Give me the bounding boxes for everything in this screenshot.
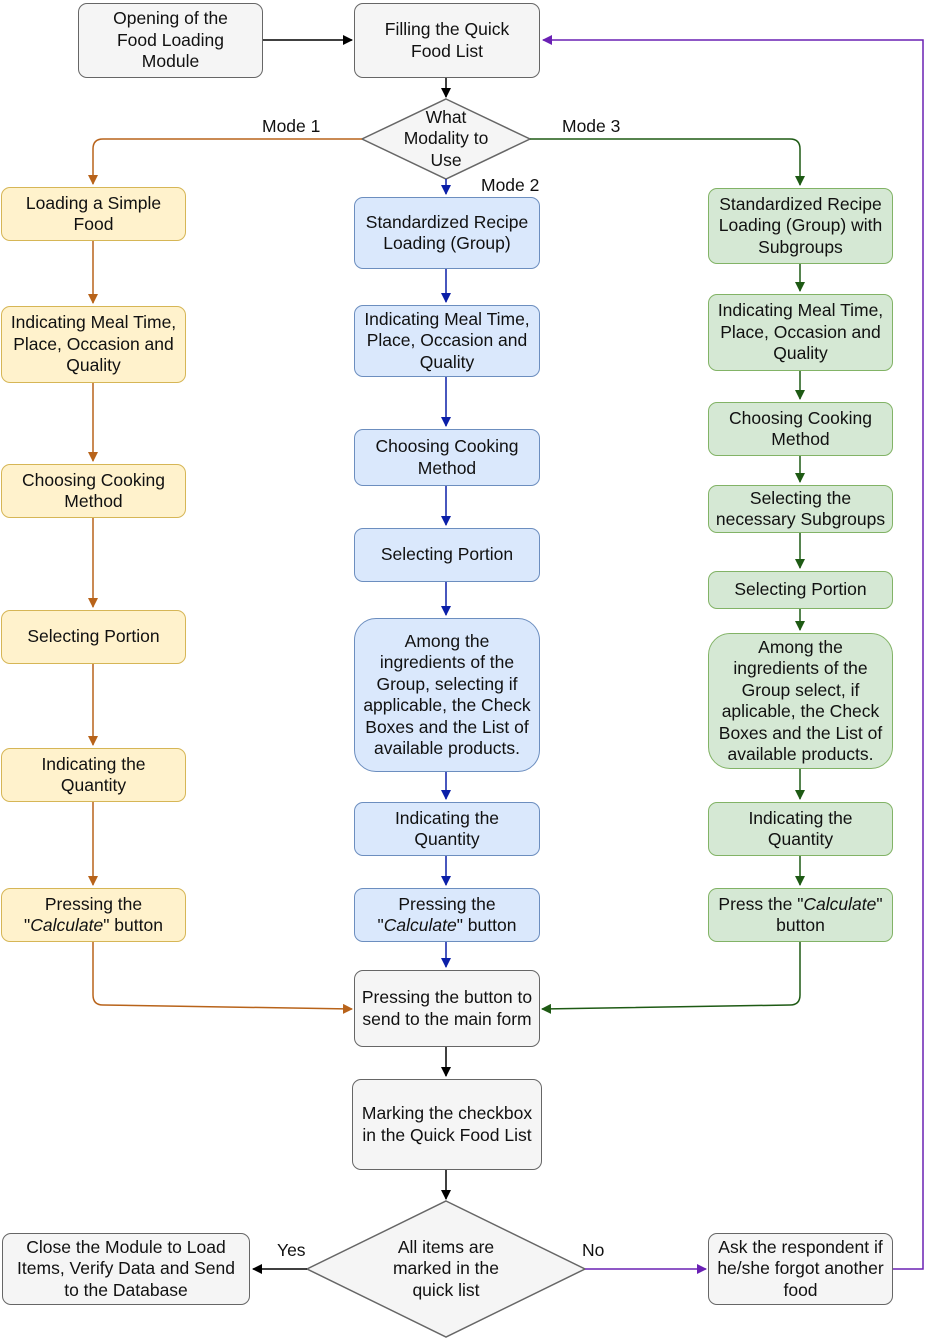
- m3-qty-node: Indicating the Quantity: [708, 802, 893, 856]
- opening-node: Opening of the Food Loading Module: [78, 3, 263, 78]
- m2-cook-label: Choosing Cooking Method: [375, 436, 519, 478]
- m1-load-node: Loading a Simple Food: [1, 187, 186, 241]
- m3-cook-node: Choosing Cooking Method: [708, 402, 893, 456]
- m2-ingr-label: Among the ingredients of the Group, sele…: [363, 630, 531, 759]
- mode1-label: Mode 1: [262, 116, 321, 136]
- m2-load-node: Standardized Recipe Loading (Group): [354, 197, 540, 269]
- m2-meal-label: Indicating Meal Time, Place, Occasion an…: [364, 308, 530, 372]
- m3-load-label: Standardized Recipe Loading (Group) with…: [718, 193, 883, 257]
- send-node: Pressing the button to send to the main …: [354, 970, 540, 1047]
- filling-label: Filling the Quick Food List: [384, 19, 510, 61]
- m1-press-text-em: Calculate: [30, 915, 104, 935]
- m3-portion-node: Selecting Portion: [708, 571, 893, 609]
- m1-meal-label: Indicating Meal Time, Place, Occasion an…: [10, 312, 177, 376]
- yes-label: Yes: [277, 1240, 306, 1260]
- m2-press-text-b: " button: [456, 915, 517, 935]
- m3-qty-label: Indicating the Quantity: [748, 807, 853, 850]
- mark-node: Marking the checkbox in the Quick Food L…: [352, 1079, 542, 1170]
- m3-cook-label: Choosing Cooking Method: [728, 407, 872, 450]
- m3-ingr-node: Among the ingredients of the Group selec…: [708, 633, 893, 769]
- edge-ask-to-filling: [542, 35, 924, 1270]
- m2-meal-node: Indicating Meal Time, Place, Occasion an…: [354, 305, 540, 377]
- m2-qty-label: Indicating the Quantity: [394, 807, 500, 850]
- m1-portion-label: Selecting Portion: [27, 626, 160, 647]
- m2-load-label: Standardized Recipe Loading (Group): [365, 211, 529, 254]
- decision-all-diamond: [305, 1200, 587, 1338]
- m1-cook-label: Choosing Cooking Method: [21, 469, 165, 512]
- m2-press-node: Pressing the "Calculate" button: [354, 888, 540, 942]
- m1-qty-label: Indicating the Quantity: [41, 753, 146, 796]
- m2-cook-node: Choosing Cooking Method: [354, 429, 540, 486]
- m2-portion-label: Selecting Portion: [380, 544, 514, 565]
- ask-node: Ask the respondent if he/she forgot anot…: [708, 1233, 893, 1305]
- m2-ingr-node: Among the ingredients of the Group, sele…: [354, 618, 540, 772]
- no-label: No: [582, 1240, 605, 1260]
- m1-portion-node: Selecting Portion: [1, 610, 186, 664]
- edge-m1-to-send: [92, 942, 353, 1014]
- edge-m3-to-send: [541, 942, 801, 1014]
- opening-label: Opening of the Food Loading Module: [113, 8, 228, 72]
- mode3-label: Mode 3: [562, 116, 621, 136]
- mode2-label: Mode 2: [481, 175, 540, 195]
- m3-ingr-label: Among the ingredients of the Group selec…: [718, 636, 883, 765]
- m1-press-text-b: " button: [103, 915, 163, 935]
- edge-mode3: [530, 138, 805, 186]
- m2-qty-node: Indicating the Quantity: [354, 802, 540, 856]
- mark-label: Marking the checkbox in the Quick Food L…: [361, 1103, 533, 1145]
- ask-label: Ask the respondent if he/she forgot anot…: [717, 1236, 884, 1300]
- m3-press-text-a: Press the ": [718, 893, 804, 914]
- m1-press-node: Pressing the "Calculate" button: [1, 888, 186, 942]
- m2-portion-node: Selecting Portion: [354, 528, 540, 582]
- m1-qty-node: Indicating the Quantity: [1, 748, 186, 802]
- m3-press-node: Press the "Calculate" button: [708, 888, 893, 942]
- m3-sub-label: Selecting the necessary Subgroups: [715, 487, 886, 530]
- m3-load-node: Standardized Recipe Loading (Group) with…: [708, 188, 893, 264]
- m3-portion-label: Selecting Portion: [734, 579, 867, 600]
- decision-all-label: All items are marked in the quick list: [392, 1236, 500, 1300]
- edge-mode1: [88, 138, 362, 185]
- m3-press-text-em: Calculate: [803, 893, 877, 914]
- m3-press-text-b: " button: [776, 893, 883, 936]
- close-node: Close the Module to Load Items, Verify D…: [2, 1233, 250, 1305]
- m3-meal-label: Indicating Meal Time, Place, Occasion an…: [717, 300, 884, 364]
- decision-mode-label: What Modality to Use: [403, 106, 489, 170]
- close-label: Close the Module to Load Items, Verify D…: [17, 1236, 235, 1300]
- m2-press-text-em: Calculate: [383, 915, 457, 935]
- send-label: Pressing the button to send to the main …: [361, 987, 533, 1029]
- m2-press-text-a: Pressing the ": [377, 893, 496, 936]
- m1-cook-node: Choosing Cooking Method: [1, 464, 186, 518]
- m1-meal-node: Indicating Meal Time, Place, Occasion an…: [1, 306, 186, 383]
- m1-load-label: Loading a Simple Food: [25, 192, 162, 235]
- m3-meal-node: Indicating Meal Time, Place, Occasion an…: [708, 294, 893, 371]
- m1-press-text-a: Pressing the ": [24, 893, 143, 936]
- filling-node: Filling the Quick Food List: [354, 3, 540, 78]
- m3-sub-node: Selecting the necessary Subgroups: [708, 485, 893, 533]
